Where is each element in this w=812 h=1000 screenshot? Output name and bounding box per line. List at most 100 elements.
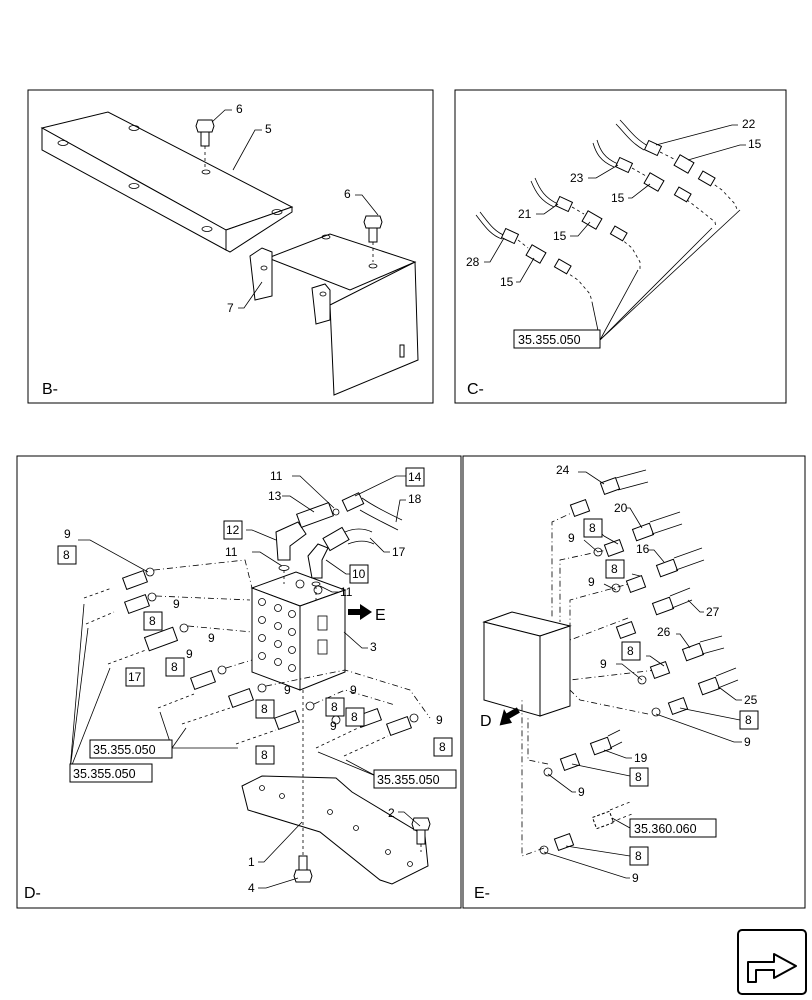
callout-e-9f: 9 — [632, 871, 639, 885]
callout-e-9d: 9 — [744, 735, 751, 749]
callout-d-9f: 9 — [330, 719, 337, 733]
callout-e-view-d: D — [480, 713, 492, 730]
ref-box-d3 — [373, 769, 457, 789]
callout-box-e8c — [621, 641, 641, 661]
callout-c-22: 22 — [742, 117, 756, 131]
callout-e-9e: 9 — [578, 785, 585, 799]
coupler-15-b — [631, 167, 665, 192]
callout-e-16: 16 — [636, 542, 650, 556]
callout-c-15c: 15 — [553, 229, 567, 243]
view-label-d: D- — [24, 885, 41, 902]
callout-box-e8d — [739, 710, 759, 730]
callout-d-view-e: E — [375, 607, 386, 624]
callout-d-8f: 8 — [331, 700, 338, 714]
hose-assembly-28 — [475, 211, 593, 303]
callout-e-8b: 8 — [611, 562, 618, 576]
callout-box-8f — [325, 697, 345, 717]
callout-d-9g: 9 — [350, 683, 357, 697]
callout-d-9h: 9 — [436, 713, 443, 727]
bolt-part-2 — [411, 817, 431, 852]
callout-d-17: 17 — [392, 545, 406, 559]
valve-block-part-3 — [250, 571, 347, 691]
callout-e-26: 26 — [657, 625, 671, 639]
view-label-e: E- — [474, 885, 490, 902]
hose-assembly-22 — [615, 119, 739, 213]
callout-e-8f: 8 — [635, 849, 642, 863]
callout-d-8b: 8 — [149, 614, 156, 628]
ref-e-35360060: 35.360.060 — [634, 822, 697, 836]
callout-d-11b: 11 — [225, 545, 238, 559]
panel-c: 22 15 23 15 21 15 28 15 35.355.050 C- — [466, 117, 762, 398]
callout-box-10 — [349, 564, 369, 584]
callout-box-8b — [143, 611, 163, 631]
callout-d-4: 4 — [248, 881, 255, 895]
callout-box-e8e — [629, 767, 649, 787]
callout-c-15d: 15 — [500, 275, 514, 289]
next-page-icon[interactable] — [737, 929, 807, 995]
callout-box-e8f — [629, 846, 649, 866]
callout-d-2: 2 — [388, 806, 395, 820]
ref-d-35355050-c: 35.355.050 — [377, 773, 440, 787]
callout-e-8c: 8 — [627, 644, 634, 658]
callout-d-3: 3 — [370, 640, 377, 654]
callout-d-14: 14 — [408, 470, 422, 484]
cover-part-7 — [249, 233, 419, 396]
callout-e-9a: 9 — [568, 531, 575, 545]
callout-e-27: 27 — [706, 605, 720, 619]
bolt-part-6-upper — [195, 119, 215, 170]
coupler-15-c — [571, 206, 603, 230]
bolt-part-6-lower — [363, 215, 383, 262]
adapter-fitting-13 — [295, 501, 340, 529]
callout-d-17b: 17 — [128, 670, 142, 684]
valve-block-box — [482, 611, 572, 717]
panel-d-frame — [16, 455, 462, 909]
callout-b-6a: 6 — [236, 102, 243, 116]
callout-box-12 — [223, 520, 243, 540]
callout-d-9a: 9 — [64, 527, 71, 541]
callout-d-9d: 9 — [186, 647, 193, 661]
callout-d-18: 18 — [408, 492, 422, 506]
callout-d-13: 13 — [268, 489, 282, 503]
callout-d-10: 10 — [352, 567, 366, 581]
callout-e-8d: 8 — [745, 713, 752, 727]
callout-c-15b: 15 — [611, 191, 625, 205]
callout-box-8g — [345, 707, 365, 727]
view-label-c: C- — [467, 381, 484, 398]
callout-d-9e: 9 — [284, 683, 291, 697]
callout-b-7: 7 — [227, 301, 234, 315]
callout-c-23: 23 — [570, 171, 584, 185]
callout-d-1: 1 — [248, 855, 255, 869]
callout-d-8c: 8 — [171, 660, 178, 674]
panel-e: D — [474, 463, 759, 902]
callout-e-9c: 9 — [600, 657, 607, 671]
view-label-b: B- — [42, 381, 58, 398]
callout-b-5: 5 — [265, 122, 272, 136]
callout-box-8c — [165, 657, 185, 677]
callout-box-14 — [405, 467, 425, 487]
callout-box-17 — [125, 667, 145, 687]
callout-e-8e: 8 — [635, 770, 642, 784]
callout-box-e8a — [583, 518, 603, 538]
callout-box-8d — [255, 699, 275, 719]
panel-c-frame — [454, 89, 787, 404]
coupler-set-left — [121, 567, 419, 737]
ref-d-35355050-a: 35.355.050 — [93, 743, 156, 757]
ref-box-e — [629, 818, 717, 838]
ref-d-35355050-b: 35.355.050 — [73, 767, 136, 781]
elbow-fitting-12 — [275, 521, 307, 584]
callout-d-8h: 8 — [439, 740, 446, 754]
dashed-hose-lines-d — [83, 559, 431, 757]
callout-c-28: 28 — [466, 255, 480, 269]
callout-e-24: 24 — [556, 463, 570, 477]
hose-assembly-21 — [530, 177, 641, 270]
callout-e-25: 25 — [744, 693, 758, 707]
callout-d-9c: 9 — [208, 631, 215, 645]
panel-b-frame — [27, 89, 434, 404]
callout-c-15a: 15 — [748, 137, 762, 151]
coupler-15-d — [517, 239, 547, 264]
coupler-15-a — [659, 151, 695, 174]
view-e-arrow — [348, 604, 372, 620]
hose-fitting-14 — [341, 492, 403, 531]
hose-assembly-23 — [592, 139, 717, 229]
